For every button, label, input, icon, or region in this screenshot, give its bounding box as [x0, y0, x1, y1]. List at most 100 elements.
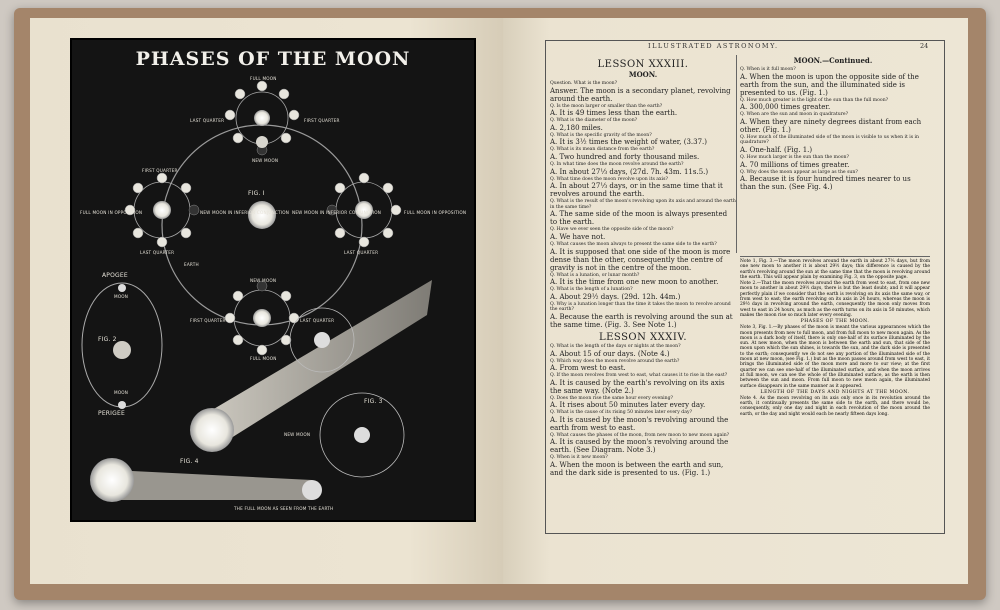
label-last-quarter-right: LAST QUARTER — [344, 250, 379, 255]
moon-cycle-top — [224, 80, 300, 156]
moon-continued-qa-list: Q. When is it full moon?A. When the moon… — [740, 67, 926, 191]
answer-text: A. It is 49 times less than the earth. — [550, 109, 678, 118]
question-text: Q. Why does the moon appear as large as … — [740, 169, 858, 175]
answer-text: A. When they are ninety degrees distant … — [740, 117, 922, 134]
answer-text: A. It is caused by the moon's revolving … — [550, 415, 729, 432]
lesson-33-heading: LESSON XXXIII. — [597, 59, 689, 70]
note-heading: PHASES OF THE MOON. — [800, 319, 870, 325]
running-head: ILLUSTRATED ASTRONOMY. — [648, 42, 779, 50]
question-text: Q. What is its mean distance from the ea… — [550, 147, 655, 153]
label-apogee: APOGEE — [102, 272, 128, 279]
question-text: Q. What is the specific gravity of the m… — [550, 132, 652, 138]
answer-text: A. It rises about 50 minutes later every… — [550, 401, 706, 410]
notes-rule — [740, 256, 930, 257]
lesson-33-subheading: MOON. — [628, 70, 658, 79]
moon-fig4 — [302, 480, 322, 500]
plate-title: PHASES OF THE MOON — [135, 48, 411, 70]
question-text: Q. Why is a lunation longer than the tim… — [550, 301, 731, 313]
label-full-moon-right: FULL MOON IN OPPOSITION — [404, 210, 467, 215]
earth-fig2 — [113, 341, 131, 359]
plate-illustration — [81, 80, 432, 502]
lesson-33-qa-list: Question. What is the moon?Answer. The m… — [550, 81, 736, 329]
sunlight-beam-fig4 — [112, 470, 312, 500]
answer-text: A. It is caused by the moon's revolving … — [550, 438, 729, 455]
note-heading: LENGTH OF THE DAYS AND NIGHTS AT THE MOO… — [760, 389, 910, 395]
label-earth: EARTH — [184, 262, 199, 267]
answer-text: Answer. The moon is a secondary planet, … — [550, 86, 731, 103]
label-last-quarter-bottom: LAST QUARTER — [300, 318, 335, 323]
answer-text: A. Because the earth is revolving around… — [550, 312, 733, 329]
question-text: Q. What causes the phases of the moon, f… — [550, 432, 730, 438]
question-text: Q. Which way does the moon revolve aroun… — [550, 358, 680, 364]
question-text: Q. What is the result of the moon's revo… — [550, 199, 736, 210]
label-full-moon-left: FULL MOON IN OPPOSITION — [80, 210, 143, 215]
moon-cycle-right — [326, 172, 402, 248]
answer-text: A. About 29½ days. (29d. 12h. 44m.) — [550, 292, 681, 301]
answer-text: A. 300,000 times greater. — [740, 103, 831, 112]
page-number: 24 — [920, 42, 929, 50]
label-fig3: FIG. 3 — [364, 398, 383, 405]
label-new-moon-mid: NEW MOON — [250, 278, 277, 283]
answer-text: A. When the moon is between the earth an… — [550, 461, 724, 478]
label-full-moon-top: FULL MOON — [250, 76, 277, 81]
note-paragraph: Note 4. As the moon revolving on its axi… — [740, 395, 930, 417]
question-text: Q. What is the length of a lunation? — [550, 287, 633, 293]
question-text: Q. What is the diameter of the moon? — [550, 118, 638, 124]
question-text: Q. What is the cause of its rising 50 mi… — [550, 410, 693, 416]
label-moon-top: MOON — [114, 294, 129, 299]
moon-cycle-bottom — [224, 280, 300, 356]
column-right: MOON.—Continued. Q. When is it full moon… — [740, 56, 926, 192]
answer-text: A. One-half. (Fig. 1.) — [740, 145, 813, 154]
column-left: LESSON XXXIII. MOON. Question. What is t… — [550, 56, 736, 478]
question-text: Q. When is it new moon? — [550, 455, 608, 461]
answer-text: A. We have not. — [550, 232, 606, 241]
question-text: Q. When is it full moon? — [740, 67, 796, 72]
answer-text: A. It is 3½ times the weight of water, (… — [550, 138, 708, 147]
question-text: Q. How much greater is the light of the … — [740, 97, 889, 103]
question-text: Q. In what time does the moon revolve ar… — [550, 161, 684, 167]
question-text: Q. Does the moon rise the same hour ever… — [550, 395, 673, 401]
column-rule — [736, 55, 737, 253]
answer-text: A. It is caused by the earth's revolving… — [550, 378, 725, 395]
question-text: Q. How much larger is the sun than the m… — [740, 154, 849, 160]
question-text: Q. Is the moon larger or smaller than th… — [550, 103, 663, 109]
note-paragraph: Note 3, Fig. 1.—By phases of the moon is… — [740, 325, 930, 389]
label-fig4: FIG. 4 — [180, 458, 199, 465]
sun-fig1 — [248, 201, 276, 229]
label-fig1: FIG. I — [248, 190, 265, 197]
label-new-moon-inferior: NEW MOON IN INFERIOR CONJUNCTION — [200, 210, 290, 215]
sun-fig4 — [90, 458, 134, 502]
notes-list: Note 1, Fig. 3.—The moon revolves around… — [740, 259, 930, 417]
label-new-moon-fig3: NEW MOON — [284, 432, 311, 437]
question-text: Q. When are the sun and moon in quadratu… — [740, 112, 849, 118]
question-text: Q. What is the length of the days or nig… — [550, 343, 681, 349]
label-new-moon-top: NEW MOON — [252, 158, 279, 163]
label-first-quarter-left: FIRST QUARTER — [142, 168, 178, 173]
label-first-quarter-top: FIRST QUARTER — [304, 118, 340, 123]
answer-text: A. About 15 of our days. (Note 4.) — [550, 349, 670, 358]
moon-phases-plate: PHASES OF THE MOON FULL MOON LAST QUARTE… — [70, 38, 476, 522]
question-text: Q. How much of the illuminated side of t… — [740, 134, 919, 146]
answer-text: A. The same side of the moon is always p… — [550, 210, 728, 227]
lesson-34-qa-list: Q. What is the length of the days or nig… — [550, 344, 736, 477]
answer-text: A. Because it is four hundred times near… — [740, 175, 911, 192]
notes-section: Note 1, Fig. 3.—The moon revolves around… — [740, 256, 930, 418]
sun-fig3 — [190, 408, 234, 452]
label-moon-bottom: MOON — [114, 390, 129, 395]
answer-text: A. When the moon is upon the opposite si… — [740, 72, 919, 97]
label-perigee: PERIGEE — [98, 410, 125, 417]
note-paragraph: Note 2.—That the moon revolves around th… — [740, 281, 930, 318]
question-text: Question. What is the moon? — [550, 81, 618, 86]
plate-caption: THE FULL MOON AS SEEN FROM THE EARTH — [234, 506, 334, 511]
answer-text: A. In about 27⅓ days, or in the same tim… — [550, 182, 723, 199]
answer-text: A. It is the time from one new moon to a… — [550, 278, 719, 287]
label-fig2: FIG. 2 — [98, 336, 117, 343]
text-frame — [545, 40, 945, 534]
question-text: Q. What causes the moon always to presen… — [550, 241, 717, 247]
answer-text: A. It is supposed that one side of the m… — [550, 247, 731, 272]
label-last-quarter-top: LAST QUARTER — [190, 118, 225, 123]
answer-text: A. 70 millions of times greater. — [740, 160, 850, 169]
answer-text: A. 2,180 miles. — [550, 123, 603, 132]
label-full-moon-bottom: FULL MOON — [250, 356, 277, 361]
question-text: Q. What time does the moon revolve upon … — [550, 176, 668, 182]
